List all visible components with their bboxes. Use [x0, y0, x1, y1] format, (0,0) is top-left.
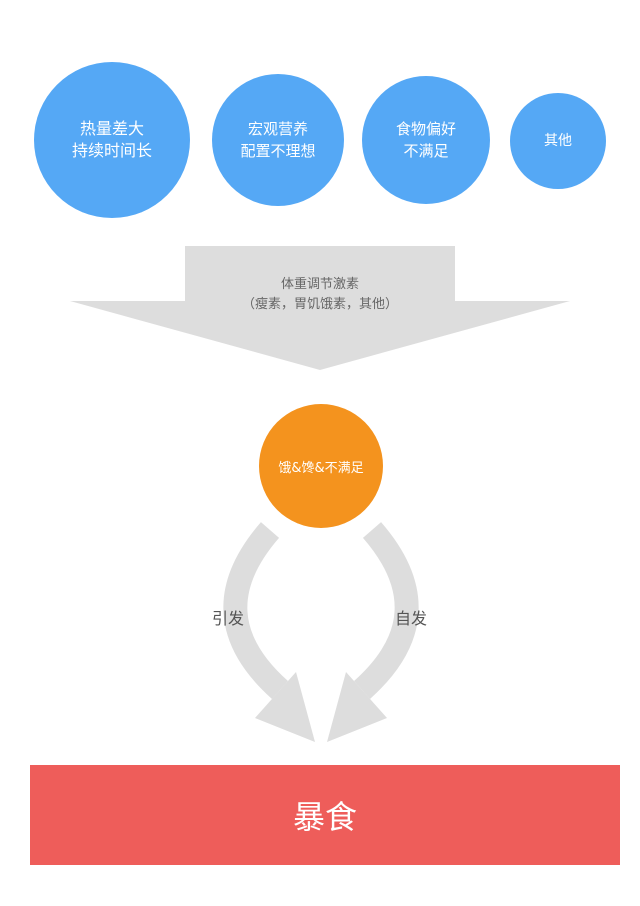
cause-label-line1: 食物偏好 [395, 120, 456, 138]
cause-label-line2: 不满足 [403, 142, 449, 160]
cause-circle-calorie-gap: 热量差大 持续时间长 [34, 62, 190, 218]
cause-circle-other: 其他 [510, 93, 606, 189]
cause-label-line2: 持续时间长 [71, 141, 152, 160]
right-arrowhead [327, 672, 387, 742]
funnel-label-subtitle: （瘦素，胃饥饿素，其他） [241, 297, 398, 312]
cause-label-line1: 其他 [544, 133, 572, 149]
cause-circle-macronutrients: 宏观营养 配置不理想 [212, 74, 344, 206]
left-curved-arrow [223, 522, 289, 699]
cause-label-line1: 宏观营养 [247, 120, 308, 138]
path-label-triggered: 引发 [212, 609, 245, 628]
cause-circle-food-preference: 食物偏好 不满足 [362, 76, 490, 204]
left-arrowhead [255, 672, 315, 742]
state-label: 饿&馋&不满足 [278, 460, 364, 476]
funnel-label-title: 体重调节激素 [280, 277, 359, 292]
result-bar: 暴食 [30, 765, 620, 865]
cause-label-line2: 配置不理想 [240, 142, 316, 160]
path-label-spontaneous: 自发 [395, 609, 428, 628]
state-circle: 饿&馋&不满足 [259, 404, 383, 528]
cause-label-line1: 热量差大 [79, 119, 144, 138]
result-label: 暴食 [292, 798, 357, 836]
funnel-arrow [70, 246, 570, 370]
right-curved-arrow [353, 522, 419, 699]
